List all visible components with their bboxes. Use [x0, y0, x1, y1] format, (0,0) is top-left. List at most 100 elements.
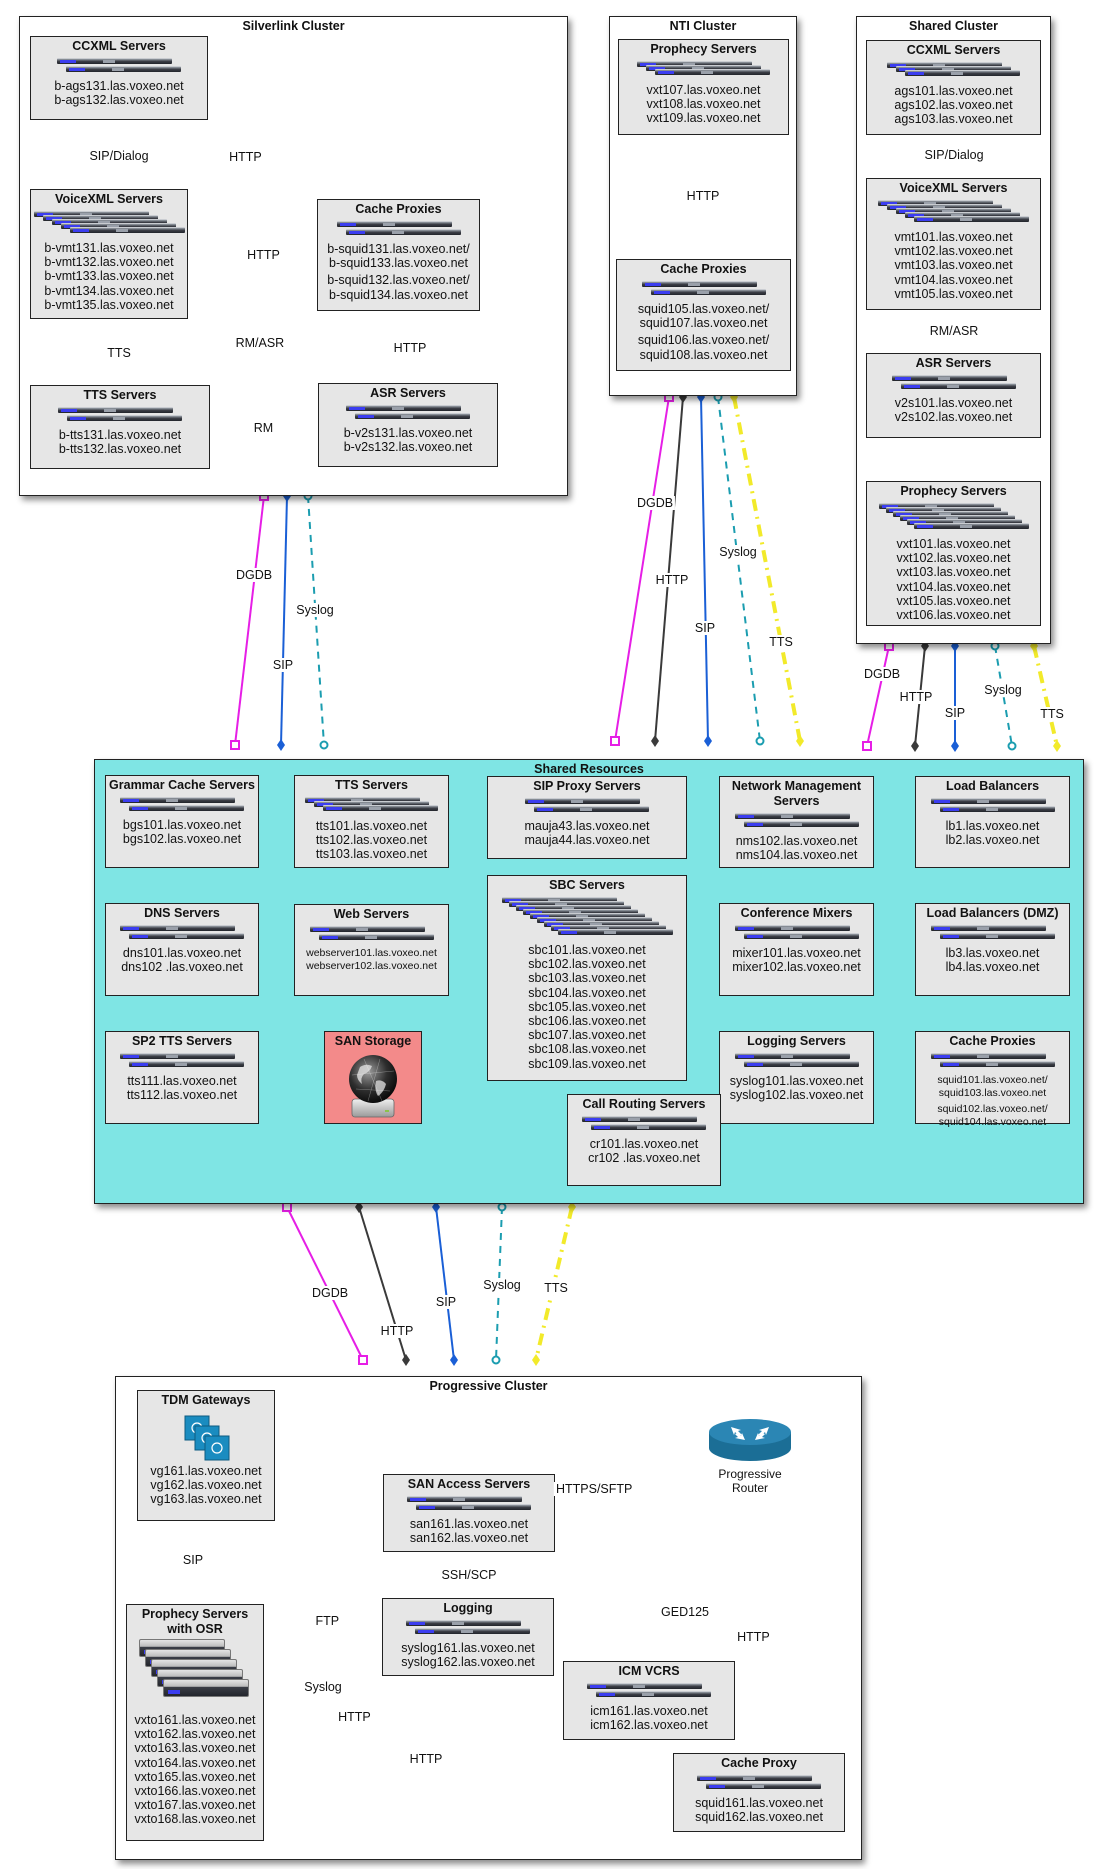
server-unit-icon — [415, 1628, 530, 1634]
server-rack-icon — [336, 221, 461, 239]
progressive-router[interactable]: Progressive Router — [705, 1418, 795, 1496]
server-unit-icon — [60, 223, 176, 229]
hostname: bgs101.las.voxeo.net — [122, 818, 242, 832]
box-title: SAN Storage — [334, 1034, 412, 1048]
hostname: ags101.las.voxeo.net — [894, 84, 1013, 98]
server-rack-icon — [887, 62, 1020, 81]
hostname: squid106.las.voxeo.net/ — [637, 333, 770, 348]
server-rack-icon — [120, 1053, 244, 1071]
server-unit-icon — [878, 503, 994, 509]
hostname: tts112.las.voxeo.net — [126, 1088, 238, 1103]
hostname: squid104.las.voxeo.net — [938, 1116, 1047, 1128]
server-unit-icon — [734, 813, 850, 819]
server-unit-icon — [655, 69, 770, 75]
box-title: VoiceXML Servers — [899, 181, 1008, 195]
link-label: Syslog — [481, 1278, 523, 1292]
server-rack-icon — [58, 407, 182, 425]
diamond-endpoint-marker — [1053, 740, 1061, 752]
hostname: ags103.las.voxeo.net — [894, 112, 1013, 127]
tts-link — [732, 396, 802, 742]
hostname: vxto164.las.voxeo.net — [134, 1755, 256, 1770]
box-title: Logging Servers — [747, 1034, 846, 1048]
box-title: CCXML Servers — [906, 43, 1001, 57]
circle-endpoint-marker — [491, 1355, 501, 1365]
server-unit-icon — [318, 934, 434, 940]
server-rack-icon — [878, 200, 1029, 227]
link-label: Syslog — [294, 603, 336, 617]
host-list: squid105.las.voxeo.net/squid107.las.voxe… — [617, 302, 790, 362]
server-unit-icon — [33, 211, 149, 217]
hostname: lb2.las.voxeo.net — [945, 833, 1040, 848]
server-unit-icon — [557, 929, 673, 935]
hostname: sbc104.las.voxeo.net — [528, 985, 646, 1000]
server-rack-icon — [734, 925, 859, 943]
server-unit-icon — [892, 511, 1008, 517]
box-title: ASR Servers — [915, 356, 992, 370]
server-unit-icon — [596, 1691, 711, 1697]
hostname: lb4.las.voxeo.net — [945, 960, 1040, 975]
server-unit-icon — [522, 909, 638, 915]
hostname: vmt105.las.voxeo.net — [894, 286, 1013, 301]
san-storage[interactable]: SAN Storage — [324, 1031, 422, 1124]
diamond-endpoint-marker — [951, 740, 959, 752]
server-rack-icon — [582, 1116, 706, 1134]
hostname: tts111.las.voxeo.net — [127, 1074, 237, 1088]
server-unit-icon — [57, 58, 172, 64]
hostname: b-vmt135.las.voxeo.net — [44, 297, 174, 312]
hostname: mauja43.las.voxeo.net — [524, 819, 650, 833]
hostname: squid161.las.voxeo.net — [695, 1796, 823, 1810]
server-unit-icon — [697, 1775, 812, 1781]
server-unit-icon — [534, 806, 649, 812]
diamond-endpoint-marker — [704, 735, 712, 747]
hostname: nms102.las.voxeo.net — [735, 834, 858, 848]
link-label: SIP — [270, 658, 296, 672]
box-title: Cache Proxy — [721, 1756, 797, 1770]
diamond-endpoint-marker — [796, 735, 804, 747]
server-unit-icon — [543, 921, 659, 927]
hostname: vg163.las.voxeo.net — [150, 1492, 262, 1507]
box-title: SP2 TTS Servers — [131, 1034, 233, 1048]
hostname: icm161.las.voxeo.net — [590, 1704, 708, 1718]
voice-gateway-icon — [181, 1414, 231, 1462]
server-rack-icon — [587, 1683, 711, 1701]
server-unit-icon — [58, 407, 173, 413]
server-unit-icon — [355, 413, 470, 419]
